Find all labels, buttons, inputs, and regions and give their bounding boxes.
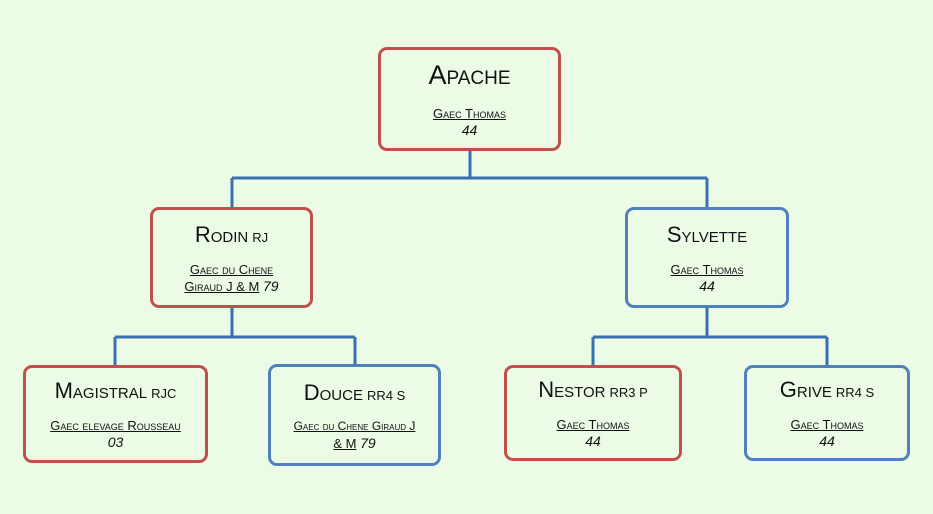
connector-sylvette [591, 306, 829, 366]
department: 44 [699, 278, 715, 294]
department: 44 [819, 433, 835, 449]
connector-apache [230, 150, 709, 208]
connector-rodin [113, 306, 357, 366]
node-suffix: RR4 S [835, 385, 875, 400]
owner-name: Gaec Thomas [790, 417, 864, 432]
owner-line-2: Giraud J & M 79 [153, 278, 310, 295]
node-name: Rodin [194, 222, 249, 247]
node-suffix: RR4 S [366, 388, 406, 403]
node-name: Apache [428, 60, 511, 90]
owner-name: Gaec Thomas [556, 417, 630, 432]
node-name: Douce [303, 380, 363, 405]
node-apache: Apache Gaec Thomas 44 [378, 47, 561, 151]
owner-name: Gaec Thomas [670, 262, 744, 277]
node-name: Magistral [54, 378, 148, 403]
owner-name: Gaec du Chene Giraud J [293, 419, 416, 433]
department: 03 [107, 434, 124, 450]
owner-name-continued: & M [333, 436, 357, 451]
department: 79 [263, 278, 279, 294]
department: 44 [585, 433, 601, 449]
owner-name-continued: Giraud J & M [184, 279, 260, 294]
node-suffix: RJ [252, 230, 269, 245]
node-name: Sylvette [666, 222, 748, 247]
node-suffix: RR3 P [609, 385, 648, 400]
department: 44 [461, 122, 478, 138]
node-name: Grive [779, 377, 832, 402]
owner-line-2: & M 79 [271, 435, 438, 452]
node-sylvette: Sylvette Gaec Thomas 44 [625, 207, 789, 308]
owner-name: Gaec elevage Rousseau [50, 418, 181, 433]
node-suffix: RJC [151, 386, 177, 401]
department: 79 [360, 435, 376, 451]
owner-name: Gaec Thomas [433, 106, 506, 121]
node-name: Nestor [538, 377, 606, 402]
owner-name: Gaec du Chene [189, 262, 274, 277]
